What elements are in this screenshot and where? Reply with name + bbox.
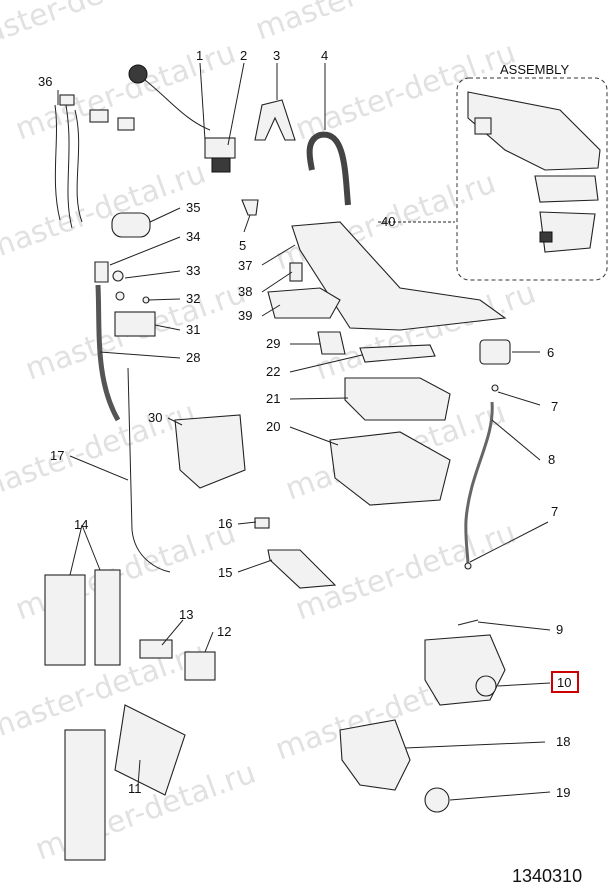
callout-13: 11: [128, 781, 142, 796]
callout-12: 19: [556, 785, 570, 800]
callout-10: 10: [557, 675, 571, 690]
callout-16: 14: [74, 517, 88, 532]
callout-34: 35: [186, 200, 200, 215]
callout-22: 29: [266, 336, 280, 351]
leader-lines: [57, 62, 551, 801]
parts-layer: [44, 64, 511, 861]
callout-14: 12: [217, 624, 231, 639]
watermark: master-detal.ru: [251, 0, 481, 48]
callout-37: 37: [238, 258, 252, 273]
callout-38: 38: [238, 284, 252, 299]
callout-1: 1: [196, 48, 203, 63]
watermark: master-detal.ru: [11, 35, 241, 147]
callout-7b: 7: [551, 504, 558, 519]
callout-7: 7: [551, 399, 558, 414]
callout-5: 5: [239, 238, 246, 253]
callout-29: 28: [186, 350, 200, 365]
watermark: master-detal.ru: [0, 155, 210, 267]
callout-8: 8: [548, 452, 555, 467]
callout-33: 34: [186, 229, 200, 244]
callout-18: 16: [218, 516, 232, 531]
callout-35: 30: [148, 410, 162, 425]
watermark: master-detal.ru: [0, 0, 183, 61]
callout-20: 21: [266, 391, 280, 406]
callout-28: 17: [50, 448, 64, 463]
callout-3: 3: [273, 48, 280, 63]
callout-36: 36: [38, 74, 52, 89]
callout-2: 2: [240, 48, 247, 63]
callout-4: 4: [321, 48, 328, 63]
callout-39: 39: [238, 308, 252, 323]
callout-21: 22: [266, 364, 280, 379]
callouts: 1 2 3 4 36 35 5 34 33 32 31 28 37 38 39 …: [38, 48, 579, 800]
highlight-box: [551, 671, 579, 693]
assembly-group: ASSEMBLY: [456, 62, 608, 281]
assembly-label: ASSEMBLY: [500, 62, 569, 77]
callout-30: 31: [186, 322, 200, 337]
callout-40: 40: [381, 214, 395, 229]
callout-17: 15: [218, 565, 232, 580]
callout-11: 18: [556, 734, 570, 749]
diagram-id: 1340310: [512, 866, 582, 886]
callout-32: 33: [186, 263, 200, 278]
callout-15: 13: [179, 607, 193, 622]
watermark: master-detal.ru: [291, 515, 521, 627]
callout-9: 9: [556, 622, 563, 637]
callout-6: 6: [547, 345, 554, 360]
callout-31: 32: [186, 291, 200, 306]
watermark: master-detal.ru: [0, 395, 200, 507]
callout-19: 20: [266, 419, 280, 434]
